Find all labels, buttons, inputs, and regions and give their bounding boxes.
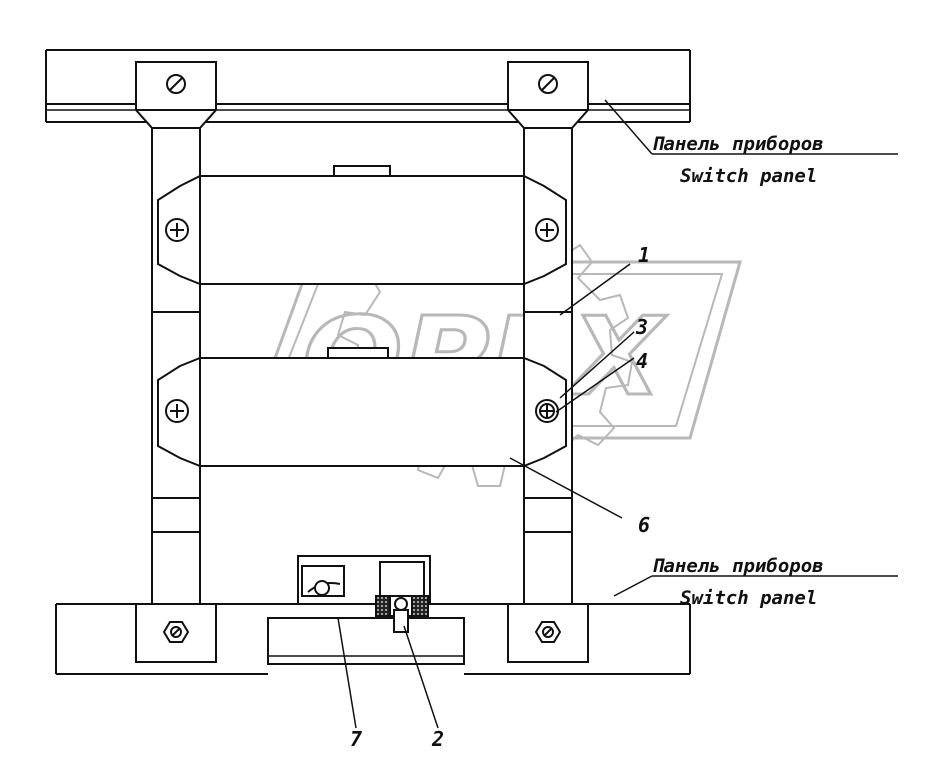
left-bracket bbox=[135, 61, 217, 605]
left-top-screw-icon bbox=[166, 74, 186, 94]
callout-2: 2 bbox=[431, 727, 444, 751]
callout-4: 4 bbox=[636, 349, 648, 373]
lower-switch-block bbox=[157, 347, 567, 467]
right-top-screw-icon bbox=[538, 74, 558, 94]
upper-switch-block bbox=[157, 165, 567, 285]
top-panel-label-ru: Панель приборов bbox=[652, 133, 824, 155]
leader-lines bbox=[337, 99, 898, 729]
top-panel-label-en: Switch panel bbox=[680, 165, 817, 187]
upper-left-screw-icon bbox=[165, 218, 189, 242]
lower-right-screw-icon bbox=[535, 399, 559, 423]
callout-1: 1 bbox=[638, 243, 650, 267]
lower-left-screw-icon bbox=[165, 399, 189, 423]
callout-6: 6 bbox=[638, 513, 650, 537]
bottom-panel-rail bbox=[55, 603, 691, 675]
upper-right-screw-icon bbox=[535, 218, 559, 242]
callout-3: 3 bbox=[635, 315, 648, 339]
part-2-knurled-screw bbox=[375, 561, 429, 633]
left-bottom-nut-icon bbox=[162, 621, 190, 643]
bottom-panel-label-ru: Панель приборов bbox=[652, 555, 824, 577]
right-bottom-nut-icon bbox=[534, 621, 562, 643]
bottom-panel-label-en: Switch panel bbox=[680, 587, 817, 609]
callout-7: 7 bbox=[350, 727, 362, 751]
